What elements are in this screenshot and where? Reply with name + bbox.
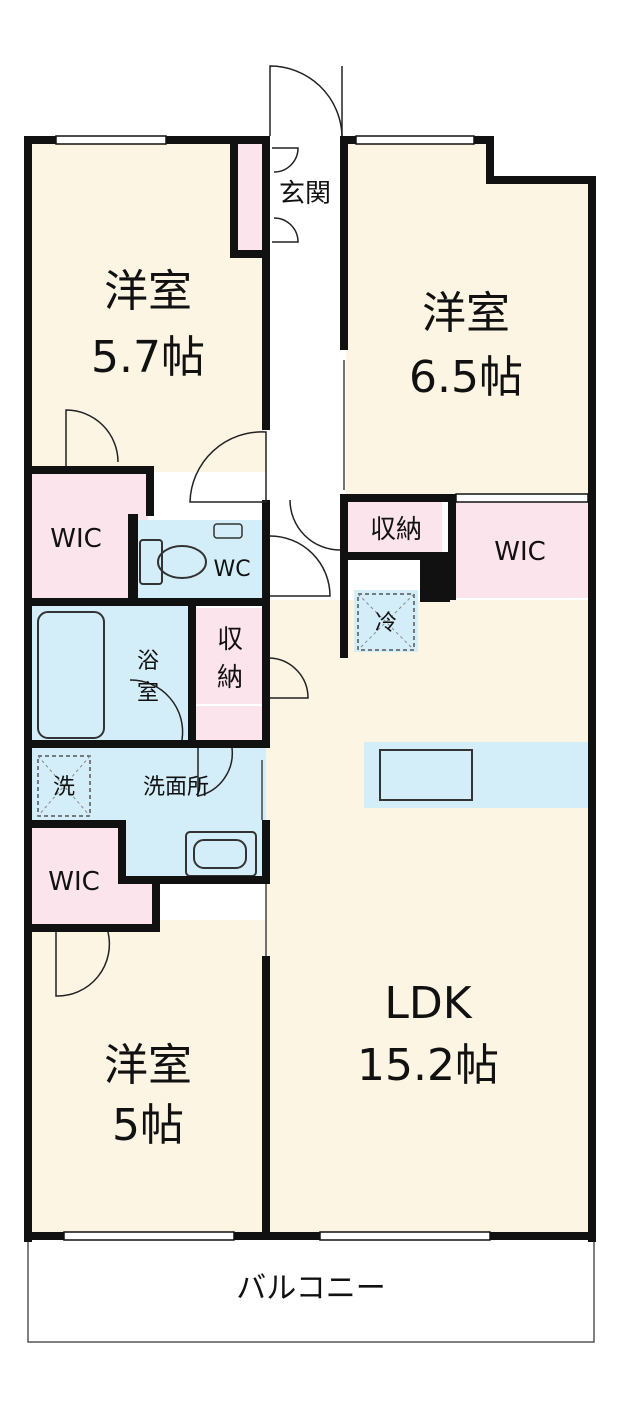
bedroom-c-size: 5帖 (112, 1100, 184, 1151)
bath-label-1: 浴 (137, 649, 159, 674)
bedroom-c-name: 洋室 (104, 1040, 192, 1091)
closet-mid-label-2: 納 (217, 663, 243, 693)
balcony-label: バルコニー (236, 1271, 385, 1306)
bedroom-a-name: 洋室 (104, 266, 192, 317)
toilet-bowl (157, 545, 207, 579)
bedroom-a-size: 5.7帖 (91, 332, 205, 383)
fridge-label: 冷 (375, 611, 397, 636)
washer-label: 洗 (53, 775, 75, 800)
wic-left-label: WIC (50, 524, 102, 554)
window-bedroom-b (355, 135, 475, 145)
window-bedroom-a (55, 135, 167, 145)
window-wic-right (455, 493, 589, 503)
toilet-tank (139, 539, 163, 585)
entrance-label: 玄関 (279, 179, 331, 209)
entrance-shoe-closet (238, 142, 266, 252)
bedroom-b-size: 6.5帖 (409, 352, 523, 403)
kitchen-sink (379, 749, 473, 801)
bath-label-2: 室 (137, 681, 159, 706)
wic-right-floor (454, 500, 590, 598)
toilet-sink (213, 523, 243, 539)
bedroom-a-floor (30, 142, 266, 472)
bedroom-b-floor (346, 142, 590, 500)
closet-mid-label-1: 収 (217, 625, 243, 655)
closet-right-label: 収納 (370, 515, 422, 545)
doors (55, 65, 343, 997)
washroom-label: 洗面所 (143, 775, 209, 800)
window-bedroom-c (63, 1231, 235, 1241)
washroom-floor (30, 748, 266, 824)
bedroom-b-name: 洋室 (422, 288, 510, 339)
closet-mid-floor (196, 608, 266, 704)
toilet-floor (134, 520, 266, 600)
toilet-label: WC (213, 557, 250, 582)
bedroom-c-floor (30, 920, 266, 1236)
ldk-floor (266, 600, 590, 1236)
wic-right-label: WIC (494, 537, 546, 567)
wash-basin-bowl (193, 839, 247, 869)
wic-bottom-label: WIC (48, 867, 100, 897)
closet-right-floor (346, 500, 442, 552)
balcony-area (27, 1235, 595, 1343)
fridge-box (357, 593, 415, 651)
bathtub (37, 611, 105, 739)
ldk-name: LDK (384, 978, 472, 1029)
fridge-space (354, 590, 418, 652)
window-ldk (319, 1231, 491, 1241)
ldk-size: 15.2帖 (357, 1040, 499, 1091)
closet-small-floor (196, 706, 266, 744)
